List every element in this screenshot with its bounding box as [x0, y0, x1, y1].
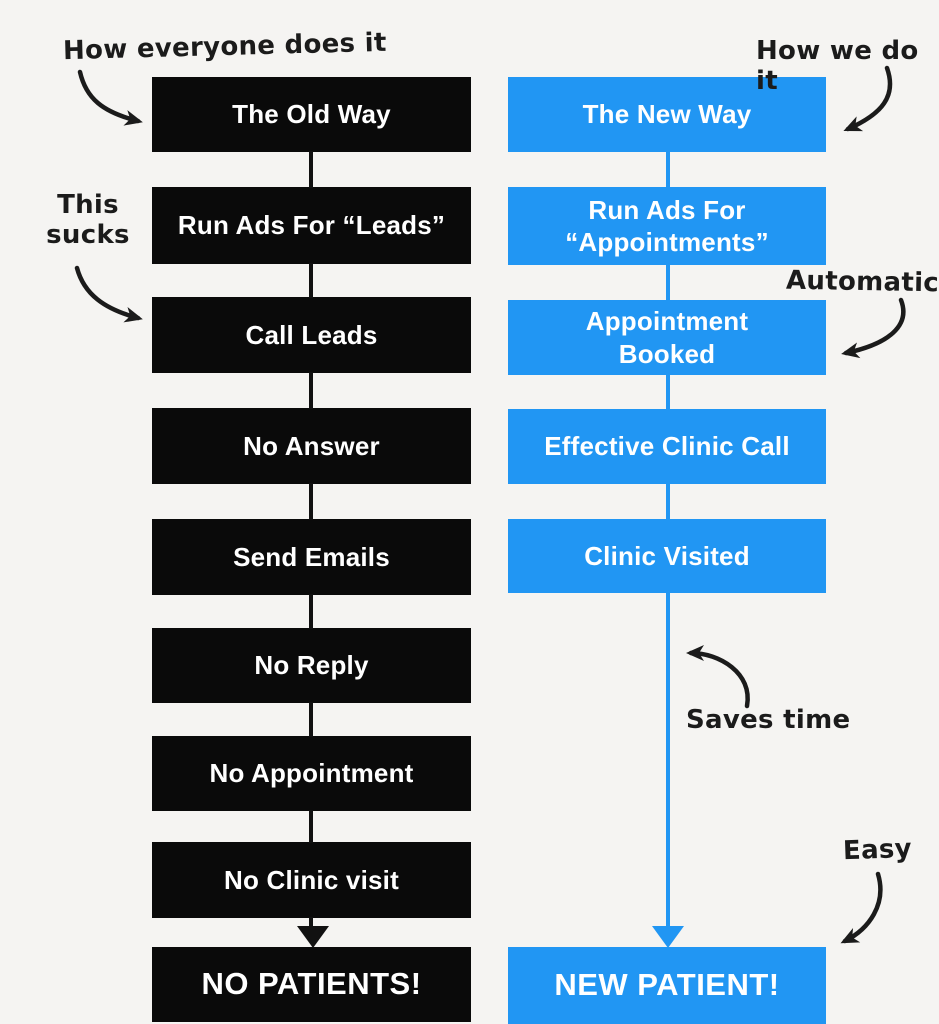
annotation-automatic: Automatic [785, 265, 939, 299]
box-appointment-booked: Appointment Booked [508, 300, 826, 375]
box-call-leads: Call Leads [152, 297, 471, 373]
box-new-patient-label: NEW PATIENT! [554, 967, 780, 1003]
arrow-this-sucks [74, 265, 143, 323]
box-no-appointment: No Appointment [152, 736, 471, 811]
annotation-easy: Easy [842, 833, 913, 867]
old-connector-final [309, 917, 313, 930]
arrow-easy [840, 871, 883, 944]
annotation-saves-time: Saves time [686, 705, 851, 735]
box-no-answer: No Answer [152, 408, 471, 484]
arrow-automatic [841, 297, 906, 359]
box-no-reply: No Reply [152, 628, 471, 703]
box-the-new-way: The New Way [508, 77, 826, 152]
box-effective-clinic-call: Effective Clinic Call [508, 409, 826, 484]
box-no-appointment-label: No Appointment [209, 758, 414, 789]
old-connector-4 [309, 483, 313, 520]
box-send-emails: Send Emails [152, 519, 471, 595]
annotation-how-we-do-it: How we do it [756, 36, 919, 96]
old-connector-7 [309, 810, 313, 843]
new-connector-1 [666, 151, 670, 188]
box-no-reply-label: No Reply [254, 650, 369, 681]
old-flow-arrowhead [297, 926, 329, 948]
box-clinic-visited-label: Clinic Visited [584, 540, 750, 571]
box-appointment-booked-label: Appointment Booked [585, 306, 749, 369]
new-connector-4 [666, 483, 670, 520]
box-new-patient: NEW PATIENT! [508, 947, 826, 1024]
box-clinic-visited: Clinic Visited [508, 519, 826, 593]
box-send-emails-label: Send Emails [233, 541, 390, 572]
box-run-ads-appointments: Run Ads For “Appointments” [508, 187, 826, 265]
annotation-how-everyone-does-it: How everyone does it [62, 27, 388, 67]
box-no-clinic-visit: No Clinic visit [152, 842, 471, 918]
old-connector-3 [309, 372, 313, 409]
box-run-ads-leads: Run Ads For “Leads” [152, 187, 471, 264]
box-the-old-way-label: The Old Way [232, 99, 391, 130]
old-connector-5 [309, 594, 313, 629]
box-no-patients-label: NO PATIENTS! [201, 966, 422, 1002]
box-the-new-way-label: The New Way [582, 99, 752, 130]
box-no-patients: NO PATIENTS! [152, 947, 471, 1022]
box-effective-clinic-call-label: Effective Clinic Call [544, 431, 790, 462]
new-connector-3 [666, 374, 670, 410]
box-no-clinic-visit-label: No Clinic visit [224, 864, 399, 895]
annotation-this-sucks: This sucks [46, 190, 130, 250]
arrow-saves-time [686, 645, 750, 709]
box-run-ads-leads-label: Run Ads For “Leads” [177, 210, 446, 241]
new-connector-final [666, 592, 670, 930]
new-connector-2 [666, 264, 670, 301]
old-connector-2 [309, 263, 313, 298]
arrow-how-everyone-does-it [77, 69, 143, 126]
box-run-ads-appointments-label: Run Ads For “Appointments” [565, 194, 769, 258]
old-connector-6 [309, 702, 313, 737]
box-no-answer-label: No Answer [243, 430, 380, 461]
box-the-old-way: The Old Way [152, 77, 471, 152]
box-call-leads-label: Call Leads [245, 319, 378, 350]
old-connector-1 [309, 151, 313, 188]
